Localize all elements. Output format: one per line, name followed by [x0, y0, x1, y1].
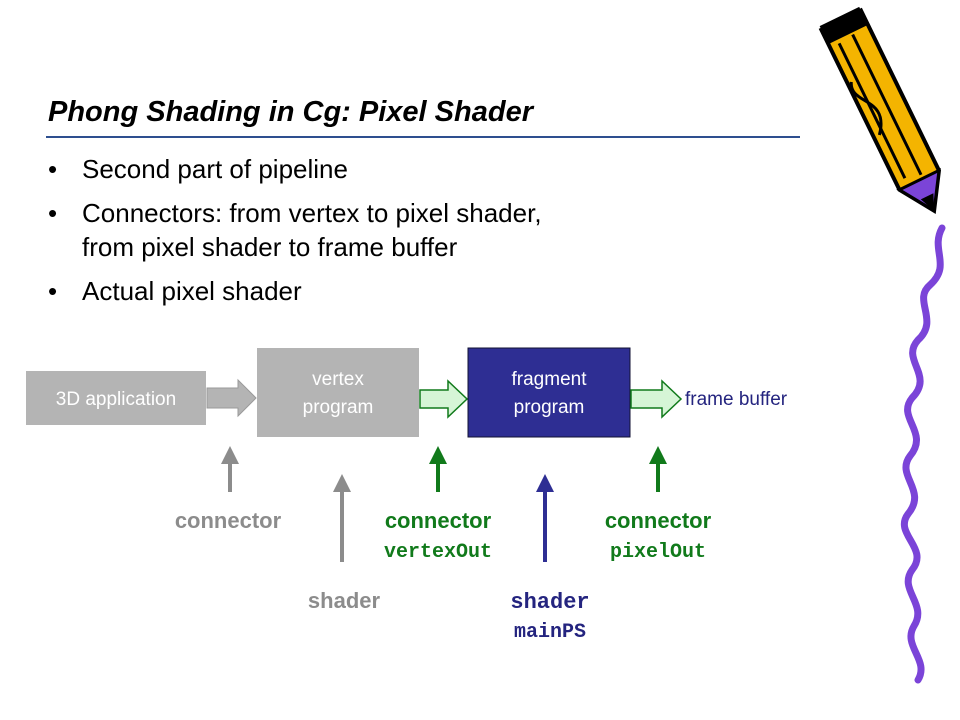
- vertex-to-fragment-arrow: [419, 379, 469, 419]
- app-box: [26, 371, 206, 425]
- gray-shader-arrow: [333, 474, 351, 562]
- green-connector-label-1: connector: [385, 508, 492, 533]
- fragment-to-buffer-arrow: [630, 379, 683, 419]
- blue-shader-label: shader: [510, 590, 589, 615]
- frame-buffer-label: frame buffer: [685, 389, 788, 410]
- app-to-vertex-arrow: [206, 378, 257, 418]
- pencil-icon: [818, 6, 942, 214]
- slide-title: Phong Shading in Cg: Pixel Shader: [48, 96, 533, 128]
- app-box-label: 3D application: [56, 389, 176, 410]
- bullet-item: • Connectors: from vertex to pixel shade…: [48, 196, 542, 264]
- blue-shader-name: mainPS: [514, 621, 586, 644]
- bullet-dot: •: [48, 276, 58, 306]
- bullet-dot: •: [48, 198, 58, 228]
- bullet-list: • Second part of pipeline • Connectors: …: [48, 152, 542, 318]
- bullet-text: Connectors: from vertex to pixel shader,: [82, 198, 542, 228]
- green-connector-arrow-2: [649, 446, 667, 492]
- bullet-text: from pixel shader to frame buffer: [82, 232, 458, 262]
- green-connector-label-2: connector: [605, 508, 712, 533]
- blue-shader-arrow: [536, 474, 554, 562]
- vertex-program-label-2: program: [303, 397, 374, 418]
- gray-connector-label: connector: [175, 508, 282, 533]
- gray-shader-label: shader: [308, 588, 381, 613]
- fragment-program-box: [467, 347, 631, 438]
- bullet-text: Second part of pipeline: [82, 154, 348, 184]
- green-connector-type-1: vertexOut: [384, 541, 492, 564]
- vertex-program-label-1: vertex: [312, 369, 364, 390]
- bullet-text: Actual pixel shader: [82, 276, 302, 306]
- bullet-item: • Second part of pipeline: [48, 152, 542, 186]
- bullet-item: • Actual pixel shader: [48, 274, 542, 308]
- gray-connector-arrow: [221, 446, 239, 492]
- fragment-program-label-1: fragment: [512, 369, 588, 390]
- bullet-dot: •: [48, 154, 58, 184]
- green-connector-arrow-1: [429, 446, 447, 492]
- green-connector-type-2: pixelOut: [610, 541, 706, 564]
- squiggle-border: [900, 224, 946, 684]
- fragment-program-label-2: program: [514, 397, 585, 418]
- title-underline: [46, 136, 800, 138]
- vertex-program-box: [257, 348, 419, 437]
